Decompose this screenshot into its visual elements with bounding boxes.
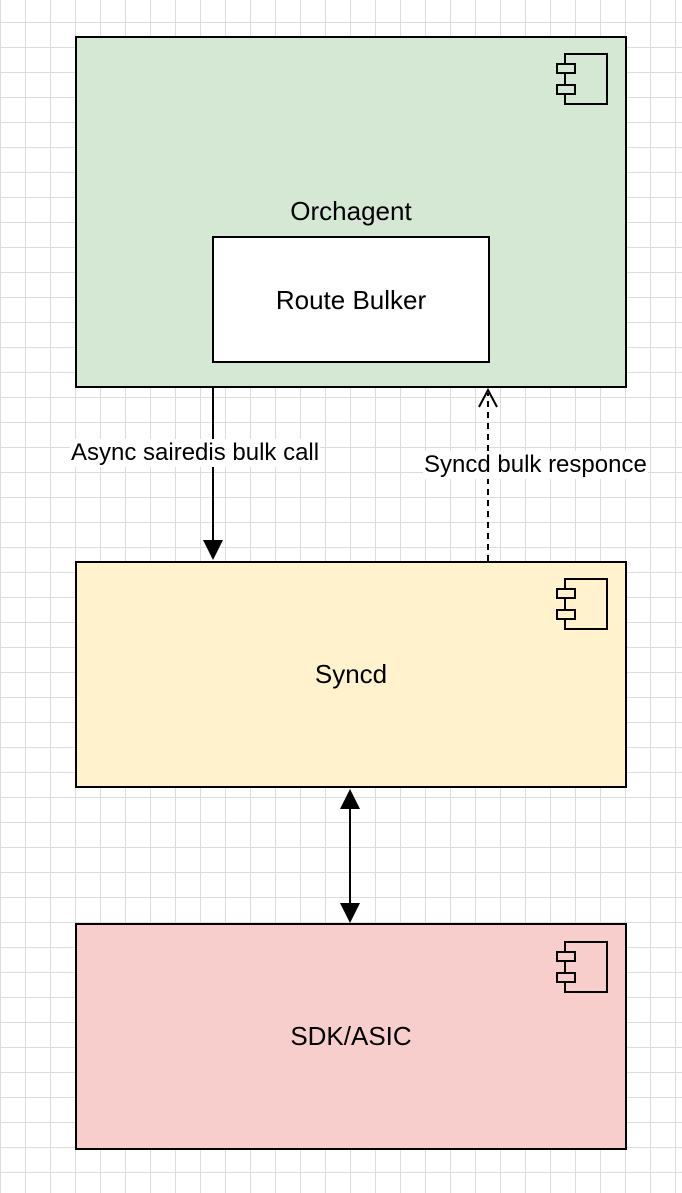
syncd-box[interactable] <box>75 561 627 788</box>
route-bulker-box[interactable] <box>212 236 490 363</box>
bulk-response-label: Syncd bulk responce <box>423 451 648 479</box>
component-icon <box>556 53 608 105</box>
syncd-label: Syncd <box>314 659 388 689</box>
component-icon <box>556 578 608 630</box>
sdk-asic-box[interactable] <box>75 923 627 1150</box>
syncd-sdk-arrow[interactable] <box>340 789 360 923</box>
route-bulker-label: Route Bulker <box>275 285 427 315</box>
bulk-call-arrow[interactable] <box>203 388 223 560</box>
component-icon <box>556 941 608 993</box>
orchagent-label: Orchagent <box>290 196 412 226</box>
bulk-call-label: Async sairedis bulk call <box>70 439 321 467</box>
sdk-asic-label: SDK/ASIC <box>290 1021 412 1051</box>
bulk-response-arrow[interactable] <box>478 387 498 561</box>
